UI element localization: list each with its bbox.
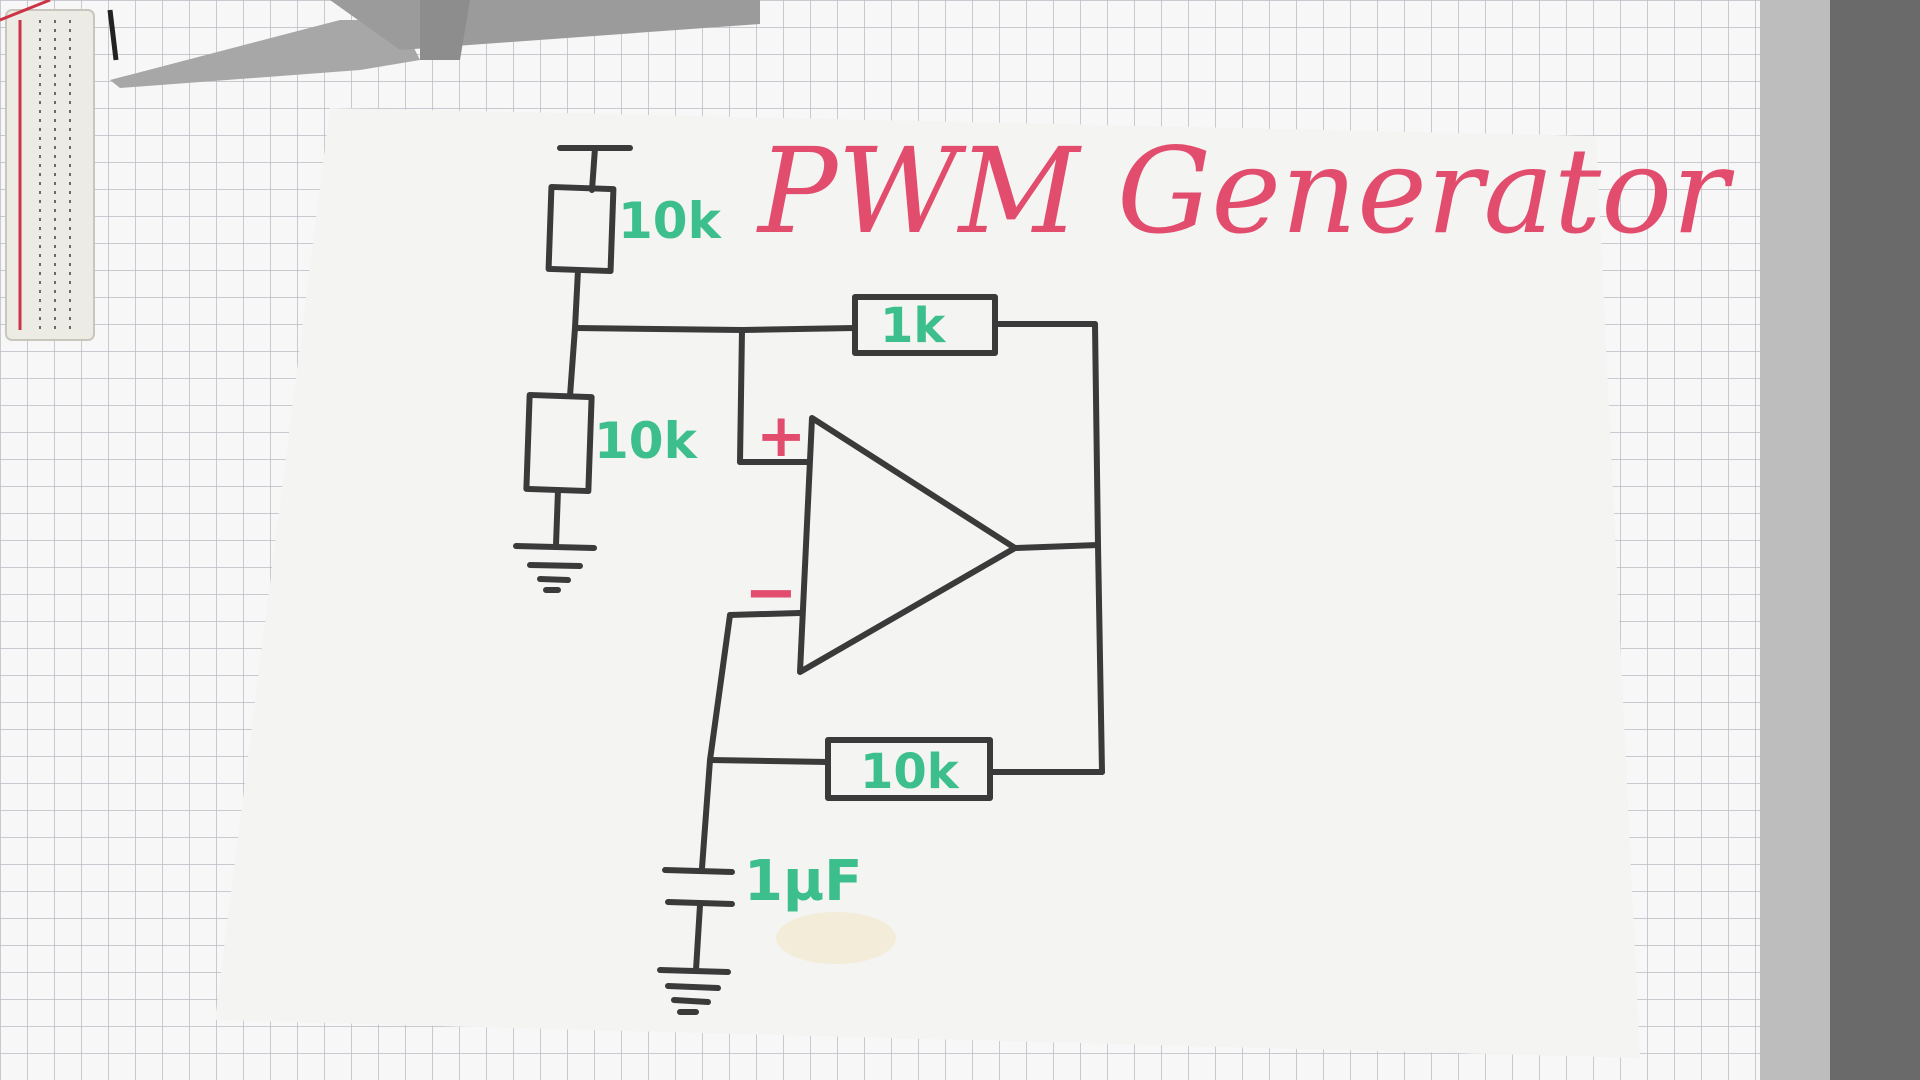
resistor-bottom xyxy=(523,391,595,495)
oscilloscope-probe xyxy=(0,0,760,88)
breadboard xyxy=(5,9,95,341)
resistor-top xyxy=(545,183,617,275)
diagram-title: PWM Generator xyxy=(756,122,1735,260)
opamp-minus-symbol: − xyxy=(744,556,798,630)
opamp-plus-symbol: + xyxy=(756,401,806,471)
ground-symbol-left xyxy=(513,543,597,593)
label-r-bottom: 10k xyxy=(594,412,699,470)
capacitor xyxy=(662,867,735,907)
resistor-10k-feedback xyxy=(825,737,993,801)
label-r-1k: 1k xyxy=(880,298,946,354)
label-r-top: 10k xyxy=(618,192,723,250)
opamp-triangle xyxy=(797,415,1018,675)
tape-smudge xyxy=(776,912,896,964)
circuit-wires xyxy=(553,145,1105,973)
ground-symbol-bottom xyxy=(657,967,731,1015)
label-capacitor: 1µF xyxy=(744,849,862,914)
resistor-1k xyxy=(852,294,998,356)
label-r-10k-feedback: 10k xyxy=(860,744,960,800)
